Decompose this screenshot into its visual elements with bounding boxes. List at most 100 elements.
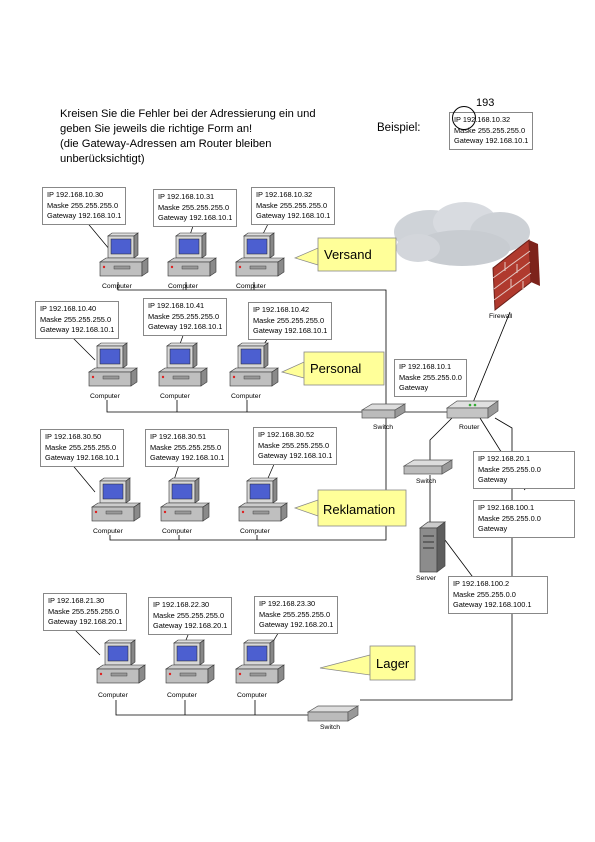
callout-personal bbox=[280, 351, 385, 386]
internet-cloud bbox=[394, 202, 530, 266]
firewall-caption: Firewall bbox=[489, 313, 513, 320]
computer-caption: Computer bbox=[162, 528, 192, 535]
ip-line: IP 192.168.21.30 bbox=[48, 596, 105, 605]
computer-icon bbox=[167, 232, 217, 277]
group-label-reklamation: Reklamation bbox=[323, 502, 396, 517]
example-correction: 193 bbox=[476, 97, 495, 109]
address-box: IP 192.168.10.42 Maske 255.255.255.0 Gat… bbox=[248, 302, 333, 340]
gateway-line: Gateway 192.168.10.1 bbox=[40, 325, 115, 334]
example-address-box: IP 192.168.10.32 Maske 255.255.255.0 Gat… bbox=[449, 112, 534, 150]
gateway-line: Gateway 192.168.10.1 bbox=[150, 453, 225, 462]
ip-line: IP 192.168.10.1 bbox=[399, 362, 452, 371]
group-label-personal: Personal bbox=[310, 361, 362, 376]
address-box: IP 192.168.22.30 Maske 255.255.255.0 Gat… bbox=[148, 597, 233, 635]
address-box: IP 192.168.10.41 Maske 255.255.255.0 Gat… bbox=[143, 298, 228, 336]
network-cables bbox=[106, 282, 526, 716]
computer-caption: Computer bbox=[102, 283, 132, 290]
mask-line: Maske 255.255.255.0 bbox=[259, 609, 331, 619]
example-error-circle bbox=[452, 106, 476, 130]
example-mask: Maske 255.255.255.0 bbox=[454, 125, 526, 135]
computer-caption: Computer bbox=[231, 393, 261, 400]
gateway-line: Gateway bbox=[478, 475, 508, 484]
mask-line: Maske 255.255.255.0 bbox=[253, 315, 325, 325]
gateway-line: Gateway 192.168.10.1 bbox=[45, 453, 120, 462]
group-label-versand: Versand bbox=[324, 247, 372, 262]
address-box: IP 192.168.10.31 Maske 255.255.255.0 Gat… bbox=[153, 189, 238, 227]
computer-icon bbox=[99, 232, 149, 277]
computer-icon bbox=[229, 342, 279, 387]
ip-line: IP 192.168.10.32 bbox=[256, 190, 313, 199]
address-box: IP 192.168.21.30 Maske 255.255.255.0 Gat… bbox=[43, 593, 128, 631]
router-interface-box: IP 192.168.10.1 Maske 255.255.0.0 Gatewa… bbox=[394, 359, 467, 397]
switch-icon bbox=[360, 403, 407, 419]
ip-line: IP 192.168.30.52 bbox=[258, 430, 315, 439]
switch-caption: Switch bbox=[416, 478, 437, 485]
server-address-box: IP 192.168.100.2 Maske 255.255.0.0 Gatew… bbox=[448, 576, 548, 614]
ip-line: IP 192.168.22.30 bbox=[153, 600, 210, 609]
callout-reklamation bbox=[293, 489, 407, 527]
computer-caption: Computer bbox=[160, 393, 190, 400]
computer-caption: Computer bbox=[240, 528, 270, 535]
router-icon bbox=[445, 400, 500, 419]
gateway-line: Gateway 192.168.20.1 bbox=[48, 617, 123, 626]
mask-line: Maske 255.255.255.0 bbox=[47, 200, 119, 210]
gateway-line: Gateway 192.168.20.1 bbox=[259, 620, 334, 629]
ip-line: IP 192.168.30.51 bbox=[150, 432, 207, 441]
gateway-line: Gateway 192.168.10.1 bbox=[148, 322, 223, 331]
server-caption: Server bbox=[416, 575, 437, 582]
mask-line: Maske 255.255.255.0 bbox=[256, 200, 328, 210]
example-label: Beispiel: bbox=[377, 122, 421, 134]
computer-caption: Computer bbox=[236, 283, 266, 290]
gateway-line: Gateway bbox=[478, 524, 508, 533]
address-box: IP 192.168.10.32 Maske 255.255.255.0 Gat… bbox=[251, 187, 336, 225]
gateway-line: Gateway 192.168.10.1 bbox=[47, 211, 122, 220]
switch-caption: Switch bbox=[320, 724, 341, 731]
switch-icon bbox=[402, 459, 454, 475]
callout-lager bbox=[319, 645, 416, 681]
computer-icon bbox=[238, 477, 288, 522]
computer-caption: Computer bbox=[168, 283, 198, 290]
address-box: IP 192.168.10.40 Maske 255.255.255.0 Gat… bbox=[35, 301, 120, 339]
ip-line: IP 192.168.10.41 bbox=[148, 301, 205, 310]
mask-line: Maske 255.255.255.0 bbox=[48, 606, 120, 616]
ip-line: IP 192.168.100.1 bbox=[478, 503, 535, 512]
computer-icon bbox=[160, 477, 210, 522]
mask-line: Maske 255.255.255.0 bbox=[153, 610, 225, 620]
mask-line: Maske 255.255.255.0 bbox=[45, 442, 117, 452]
computer-caption: Computer bbox=[93, 528, 123, 535]
address-box: IP 192.168.10.30 Maske 255.255.255.0 Gat… bbox=[42, 187, 127, 225]
computer-caption: Computer bbox=[237, 692, 267, 699]
mask-line: Maske 255.255.255.0 bbox=[40, 314, 112, 324]
mask-line: Maske 255.255.255.0 bbox=[148, 311, 220, 321]
ip-line: IP 192.168.30.50 bbox=[45, 432, 102, 441]
firewall-icon bbox=[492, 239, 540, 311]
ip-line: IP 192.168.10.31 bbox=[158, 192, 215, 201]
computer-caption: Computer bbox=[98, 692, 128, 699]
example-gateway: Gateway 192.168.10.1 bbox=[454, 136, 529, 145]
ip-line: IP 192.168.23.30 bbox=[259, 599, 316, 608]
router-caption: Router bbox=[459, 424, 480, 431]
gateway-line: Gateway 192.168.100.1 bbox=[453, 600, 532, 609]
mask-line: Maske 255.255.0.0 bbox=[399, 372, 462, 382]
computer-icon bbox=[235, 639, 285, 684]
mask-line: Maske 255.255.255.0 bbox=[150, 442, 222, 452]
computer-icon bbox=[165, 639, 215, 684]
computer-icon bbox=[88, 342, 138, 387]
group-label-lager: Lager bbox=[376, 656, 410, 671]
router-interface-box: IP 192.168.100.1 Maske 255.255.0.0 Gatew… bbox=[473, 500, 575, 538]
computer-icon bbox=[235, 232, 285, 277]
ip-line: IP 192.168.10.40 bbox=[40, 304, 97, 313]
ip-line: IP 192.168.100.2 bbox=[453, 579, 510, 588]
switch-icon bbox=[306, 705, 360, 722]
mask-line: Maske 255.255.255.0 bbox=[158, 202, 230, 212]
ip-line: IP 192.168.10.30 bbox=[47, 190, 104, 199]
gateway-line: Gateway 192.168.10.1 bbox=[256, 211, 331, 220]
gateway-line: Gateway 192.168.10.1 bbox=[253, 326, 328, 335]
gateway-line: Gateway 192.168.10.1 bbox=[158, 213, 233, 222]
gateway-line: Gateway 192.168.20.1 bbox=[153, 621, 228, 630]
router-interface-box: IP 192.168.20.1 Maske 255.255.0.0 Gatewa… bbox=[473, 451, 575, 489]
server-icon bbox=[418, 521, 447, 573]
computer-caption: Computer bbox=[90, 393, 120, 400]
computer-icon bbox=[158, 342, 208, 387]
gateway-line: Gateway bbox=[399, 383, 429, 392]
